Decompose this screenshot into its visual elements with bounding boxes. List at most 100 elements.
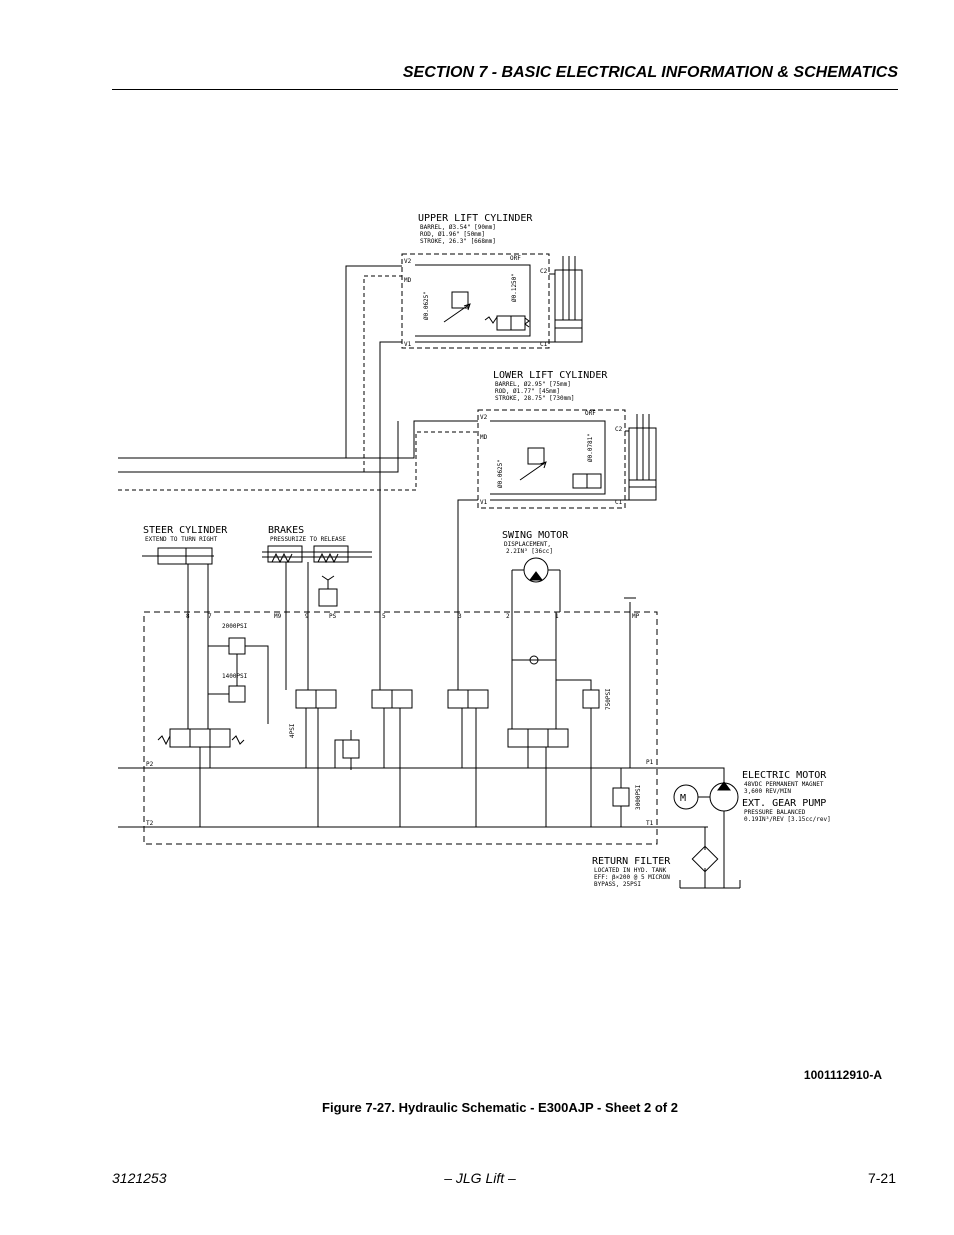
port-labels: 8 7 M9 9 PS 5 3 2 1 MP P2 T2 P1 T1 <box>146 613 654 827</box>
svg-text:2.2IN³ [36cc]: 2.2IN³ [36cc] <box>506 548 553 555</box>
relief-2000psi <box>228 637 246 655</box>
relief-1400psi <box>228 685 246 703</box>
svg-text:2000PSI: 2000PSI <box>222 623 248 630</box>
steer-valve-a <box>169 728 191 748</box>
section-title: SECTION 7 - BASIC ELECTRICAL INFORMATION… <box>402 64 898 81</box>
svg-text:C2: C2 <box>615 426 623 433</box>
brake-right <box>313 545 349 563</box>
pressure-switch <box>318 588 338 607</box>
return-filter <box>691 845 719 873</box>
brake-valve <box>295 689 317 709</box>
svg-text:Ø0.0781": Ø0.0781" <box>587 433 594 462</box>
brake-left <box>267 545 303 563</box>
svg-text:0.19IN³/REV [3.15cc/rev]: 0.19IN³/REV [3.15cc/rev] <box>744 816 831 823</box>
svg-text:PRESSURIZE TO RELEASE: PRESSURIZE TO RELEASE <box>270 536 346 543</box>
svg-text:ROD, Ø1.96" [50mm]: ROD, Ø1.96" [50mm] <box>420 231 485 238</box>
lift-valve-lower-a <box>447 689 469 709</box>
footer-brand: – JLG Lift – <box>444 1170 516 1186</box>
upper-internal-lines <box>415 264 549 343</box>
svg-text:BARREL, Ø2.95" [75mm]: BARREL, Ø2.95" [75mm] <box>495 381 571 388</box>
svg-text:STEER CYLINDER: STEER CYLINDER <box>143 525 228 536</box>
footer-manual-number: 3121253 <box>112 1170 167 1186</box>
electric-motor-label: ELECTRIC MOTOR 48VDC PERMANENT MAGNET 3,… <box>742 770 827 795</box>
brakes-label: BRAKES PRESSURIZE TO RELEASE <box>268 525 346 543</box>
svg-text:LOWER LIFT CYLINDER: LOWER LIFT CYLINDER <box>493 370 608 381</box>
steer-cylinder-label: STEER CYLINDER EXTEND TO TURN RIGHT <box>143 525 228 543</box>
svg-text:PS: PS <box>329 613 337 620</box>
return-filter-label: RETURN FILTER LOCATED IN HYD. TANK EFF: … <box>592 856 671 888</box>
footer-page-number: 7-21 <box>867 1170 896 1186</box>
svg-text:ROD, Ø1.77" [45mm]: ROD, Ø1.77" [45mm] <box>495 388 560 395</box>
line-to-upper-v1 <box>379 341 402 612</box>
svg-text:P1: P1 <box>646 759 654 766</box>
svg-text:SWING MOTOR: SWING MOTOR <box>502 530 569 541</box>
relief-750psi <box>582 689 600 709</box>
svg-text:EXTEND TO TURN RIGHT: EXTEND TO TURN RIGHT <box>145 536 218 543</box>
svg-text:2: 2 <box>506 613 510 620</box>
svg-text:T2: T2 <box>146 820 154 827</box>
header-rule <box>112 89 898 90</box>
svg-text:BRAKES: BRAKES <box>268 525 304 536</box>
svg-text:Ø0.0625": Ø0.0625" <box>497 459 504 488</box>
svg-text:C1: C1 <box>540 341 548 348</box>
svg-text:DISPLACEMENT,: DISPLACEMENT, <box>504 541 551 548</box>
upper-valve-block <box>401 253 550 349</box>
svg-text:48VDC PERMANENT MAGNET: 48VDC PERMANENT MAGNET <box>744 781 824 788</box>
svg-text:M9: M9 <box>274 613 282 620</box>
upper-relief-valve <box>451 291 469 309</box>
gear-pump-label: EXT. GEAR PUMP PRESSURE BALANCED 0.19IN³… <box>742 798 831 823</box>
svg-text:V1: V1 <box>480 499 488 506</box>
svg-text:1: 1 <box>555 613 559 620</box>
svg-text:5: 5 <box>382 613 386 620</box>
line-to-lower-v1 <box>457 499 478 612</box>
upper-lift-cylinder-label: UPPER LIFT CYLINDER BARREL, Ø3.54" [90mm… <box>418 213 533 245</box>
svg-text:EXT. GEAR PUMP: EXT. GEAR PUMP <box>742 798 826 809</box>
svg-text:4PSI: 4PSI <box>289 723 296 738</box>
line-to-lower-v2 <box>118 420 478 459</box>
svg-text:ORF: ORF <box>510 255 521 262</box>
svg-text:3000PSI: 3000PSI <box>635 784 642 810</box>
svg-text:STROKE, 26.3" [668mm]: STROKE, 26.3" [668mm] <box>420 238 496 245</box>
svg-text:STROKE, 28.75" [730mm]: STROKE, 28.75" [730mm] <box>495 395 574 402</box>
svg-text:3: 3 <box>458 613 462 620</box>
document-number: 1001112910-A <box>803 1068 882 1082</box>
svg-text:Ø0.1250": Ø0.1250" <box>511 273 518 302</box>
lower-lift-cylinder-label: LOWER LIFT CYLINDER BARREL, Ø2.95" [75mm… <box>493 370 608 402</box>
swing-valve-a <box>507 728 529 748</box>
lower-valve-block <box>477 409 626 509</box>
lift-valve-upper-a <box>371 689 393 709</box>
svg-text:C2: C2 <box>540 268 548 275</box>
svg-text:750PSI: 750PSI <box>605 688 612 710</box>
svg-text:LOCATED IN HYD. TANK: LOCATED IN HYD. TANK <box>594 867 667 874</box>
svg-text:MD: MD <box>480 434 488 441</box>
svg-text:3,600 REV/MIN: 3,600 REV/MIN <box>744 788 791 795</box>
svg-text:Ø0.0625": Ø0.0625" <box>423 291 430 320</box>
svg-text:M: M <box>680 793 686 804</box>
svg-text:7: 7 <box>208 613 212 620</box>
line-to-upper-v2 <box>345 265 402 458</box>
svg-text:ELECTRIC MOTOR: ELECTRIC MOTOR <box>742 770 827 781</box>
svg-text:P2: P2 <box>146 761 154 768</box>
check-valve-4psi <box>342 739 360 759</box>
svg-text:9: 9 <box>305 613 309 620</box>
svg-text:MP: MP <box>632 613 640 620</box>
svg-text:UPPER LIFT CYLINDER: UPPER LIFT CYLINDER <box>418 213 533 224</box>
svg-text:EFF: β×200 @ 5 MICRON: EFF: β×200 @ 5 MICRON <box>594 874 670 881</box>
svg-text:MD: MD <box>404 277 412 284</box>
svg-text:ORF: ORF <box>585 410 596 417</box>
swing-motor-label: SWING MOTOR DISPLACEMENT, 2.2IN³ [36cc] <box>502 530 569 555</box>
svg-text:PRESSURE BALANCED: PRESSURE BALANCED <box>744 809 806 816</box>
svg-text:BARREL, Ø3.54" [90mm]: BARREL, Ø3.54" [90mm] <box>420 224 496 231</box>
main-valve-block <box>143 611 658 845</box>
svg-text:BYPASS, 25PSI: BYPASS, 25PSI <box>594 881 641 888</box>
svg-text:V2: V2 <box>480 414 488 421</box>
figure-caption: Figure 7-27. Hydraulic Schematic - E300A… <box>322 1100 678 1115</box>
svg-text:V1: V1 <box>404 341 412 348</box>
svg-text:RETURN FILTER: RETURN FILTER <box>592 856 671 867</box>
svg-text:1400PSI: 1400PSI <box>222 673 248 680</box>
lower-internal-lines <box>490 420 625 501</box>
svg-text:V2: V2 <box>404 258 412 265</box>
line-to-lower-md <box>118 431 478 491</box>
relief-3000psi <box>612 787 630 807</box>
